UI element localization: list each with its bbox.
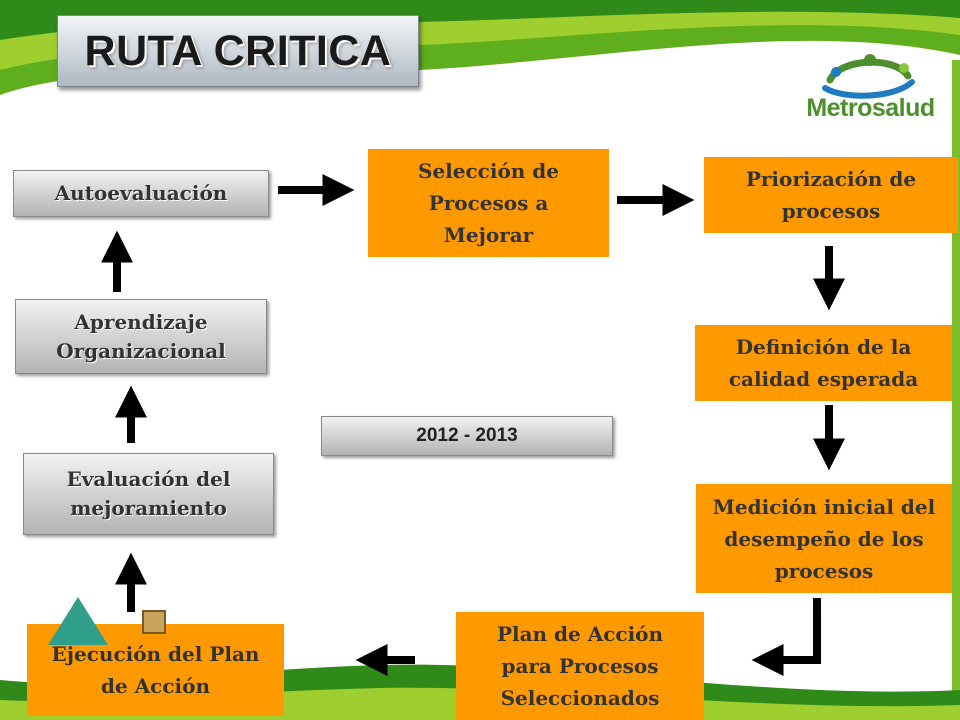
step-plan: Plan de Acción para Procesos Seleccionad… <box>456 612 704 720</box>
step-seleccion: Selección de Procesos a Mejorar <box>368 149 609 257</box>
step-definicion: Definición de la calidad esperada <box>695 325 952 401</box>
metrosalud-logo-icon <box>822 54 915 99</box>
step-autoevaluacion: Autoevaluación <box>13 170 269 217</box>
step-evaluacion: Evaluación del mejoramiento <box>23 453 274 535</box>
logo-wordmark: Metrosalud <box>806 94 935 122</box>
year-range-label: 2012 - 2013 <box>416 425 518 446</box>
step-plan-label: Plan de Acción para Procesos Seleccionad… <box>496 622 664 710</box>
step-evaluacion-label: Evaluación del mejoramiento <box>66 467 231 520</box>
step-aprendizaje: Aprendizaje Organizacional <box>15 299 267 374</box>
step-aprendizaje-label: Aprendizaje Organizacional <box>56 309 226 363</box>
step-priorizacion-label: Priorización de procesos <box>745 167 917 223</box>
arrow-medicion-to-plan <box>751 598 821 676</box>
step-autoevaluacion-label: Autoevaluación <box>54 181 228 205</box>
step-ejecucion: Ejecución del Plan de Acción <box>27 624 284 716</box>
title-box: RUTA CRITICA <box>57 15 419 87</box>
step-definicion-label: Definición de la calidad esperada <box>728 335 919 391</box>
city-emblem-icon <box>48 597 166 645</box>
step-priorizacion: Priorización de procesos <box>704 157 958 233</box>
slide-title: RUTA CRITICA <box>84 26 392 75</box>
step-medicion-label: Medición inicial del desempeño de los pr… <box>712 494 936 583</box>
year-range-box: 2012 - 2013 <box>321 416 613 456</box>
step-seleccion-label: Selección de Procesos a Mejorar <box>418 159 559 247</box>
step-medicion: Medición inicial del desempeño de los pr… <box>696 484 952 593</box>
step-ejecucion-label: Ejecución del Plan de Acción <box>51 642 260 698</box>
